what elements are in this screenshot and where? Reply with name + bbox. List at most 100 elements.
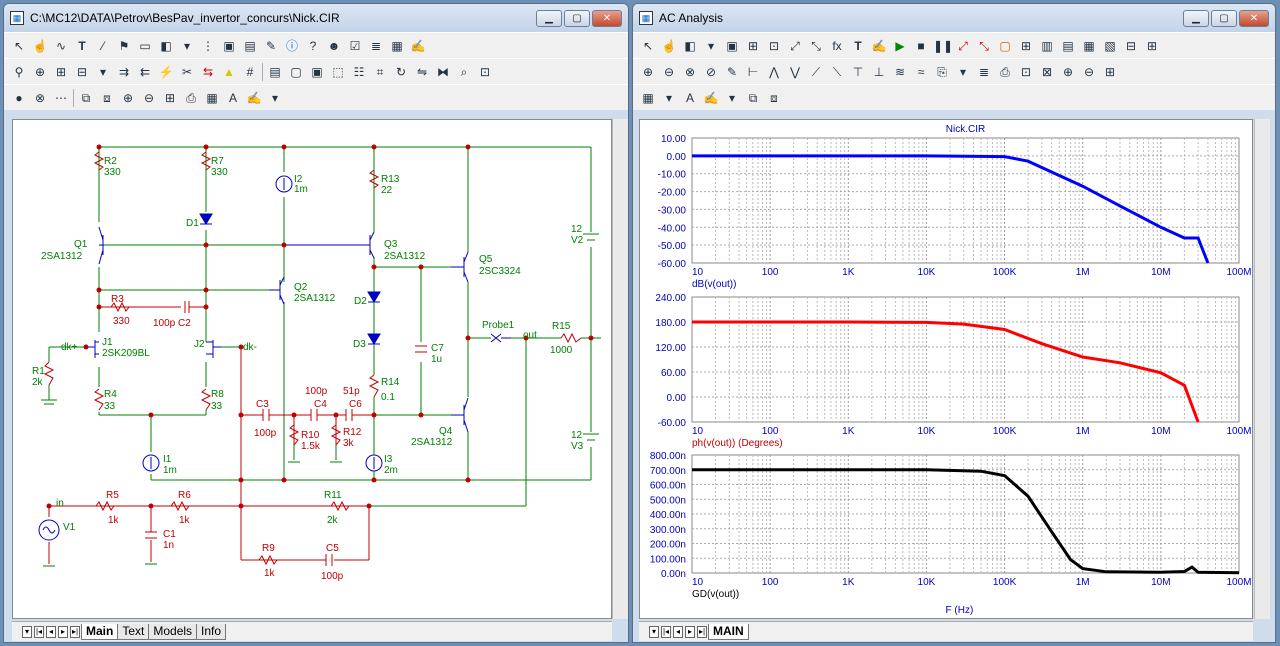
tree-icon[interactable]: ⋮ [202, 38, 214, 53]
cancel-icon[interactable]: ⊗ [34, 90, 46, 105]
page-icon[interactable]: ▤ [269, 64, 281, 79]
arrow-left-icon[interactable]: ⇇ [139, 64, 151, 79]
vertical-scrollbar[interactable] [1254, 119, 1270, 619]
tab-dropdown-icon[interactable]: ▾ [649, 625, 659, 638]
node-icon[interactable]: ⊕ [34, 64, 46, 79]
minimize-button[interactable]: ▁ [536, 9, 562, 27]
wave2-icon[interactable]: ≈ [917, 64, 925, 79]
grid-icon[interactable]: ▦ [391, 38, 403, 53]
dropdown-icon[interactable]: ▾ [665, 90, 673, 105]
text-color-icon[interactable]: ✍ [703, 90, 719, 105]
font-icon[interactable]: A [228, 90, 237, 105]
analysis-titlebar[interactable]: ▦ AC Analysis ▁ ▢ ✕ [633, 4, 1275, 32]
table-icon[interactable]: ▤ [244, 38, 256, 53]
help-icon[interactable]: ? [309, 38, 317, 53]
text-color-icon[interactable]: ✍ [246, 90, 262, 105]
layout-icon[interactable]: ▥ [1041, 38, 1053, 53]
select-arrow-icon[interactable]: ↖ [642, 38, 654, 53]
cursor-icon[interactable]: ⊢ [747, 64, 759, 79]
text-tool-icon[interactable]: T [854, 38, 862, 53]
scale4-icon[interactable]: ⤡ [811, 38, 821, 53]
edit-icon[interactable]: ✎ [265, 38, 277, 53]
minimize-button[interactable]: ▁ [1183, 9, 1209, 27]
image-icon[interactable]: ▣ [726, 38, 738, 53]
paste-icon[interactable]: ⧈ [103, 90, 111, 105]
print-icon[interactable]: ⎙ [1000, 64, 1010, 79]
dropdown-icon[interactable]: ▾ [959, 64, 967, 79]
bolt-icon[interactable]: ⚡ [158, 64, 174, 79]
dropdown-icon[interactable]: ▾ [271, 90, 279, 105]
high-icon[interactable]: ⊤ [852, 64, 864, 79]
info-icon[interactable]: ⓘ [285, 38, 298, 53]
pan-hand-icon[interactable]: ☝ [661, 38, 677, 53]
dropdown-icon[interactable]: ▾ [99, 64, 107, 79]
zoom-area-icon[interactable]: ⊞ [164, 90, 176, 105]
layout2-icon[interactable]: ▤ [1062, 38, 1074, 53]
pause-icon[interactable]: ❚❚ [933, 38, 954, 53]
warning-icon[interactable]: ▲ [223, 64, 235, 79]
grid-icon[interactable]: ▦ [206, 90, 218, 105]
image-icon[interactable]: ▣ [223, 38, 235, 53]
schematic-titlebar[interactable]: ▦ C:\MC12\DATA\Petrov\BesPav_invertor_co… [4, 4, 628, 32]
printer-icon[interactable]: ⎙ [186, 90, 196, 105]
zoom3-icon[interactable]: ⊗ [684, 64, 696, 79]
tab-info[interactable]: Info [196, 623, 227, 640]
tab-main[interactable]: Main [81, 623, 119, 640]
zoom4-icon[interactable]: ⊘ [705, 64, 717, 79]
diag2-icon[interactable]: ⤡ [979, 38, 989, 53]
run-icon[interactable]: ▶ [895, 38, 905, 53]
pin-icon[interactable]: ⇆ [202, 64, 214, 79]
fit2-icon[interactable]: ⊠ [1041, 64, 1053, 79]
layout4-icon[interactable]: ▧ [1104, 38, 1116, 53]
box-icon[interactable]: ▢ [999, 38, 1011, 53]
grid-icon[interactable]: ▦ [642, 90, 654, 105]
pan-hand-icon[interactable]: ☝ [32, 38, 48, 53]
check-icon[interactable]: ☑ [349, 38, 361, 53]
more-icon[interactable]: ⋯ [55, 90, 67, 105]
mirror-icon[interactable]: ⧓ [437, 64, 449, 79]
slope-icon[interactable]: ⟋ [811, 64, 821, 79]
last-tab-icon[interactable]: ▸| [70, 625, 80, 638]
voltage-icon[interactable]: ⊞ [55, 64, 67, 79]
tab-dropdown-icon[interactable]: ▾ [22, 625, 32, 638]
scale-icon[interactable]: ⊞ [747, 38, 759, 53]
find-icon[interactable]: ⌕ [460, 64, 468, 79]
vertical-scrollbar[interactable] [612, 119, 628, 619]
stop-icon[interactable]: ● [15, 90, 23, 105]
list-icon[interactable]: ≣ [978, 64, 990, 79]
zoom-area-icon[interactable]: ⊞ [1104, 64, 1116, 79]
valley-icon[interactable]: ⋁ [790, 64, 800, 79]
prev-tab-icon[interactable]: ◂ [673, 625, 683, 638]
text-tool-icon[interactable]: T [78, 38, 86, 53]
current-icon[interactable]: ⊟ [76, 64, 88, 79]
properties-icon[interactable]: ✍ [410, 38, 426, 53]
zoom-in-icon[interactable]: ⊕ [122, 90, 134, 105]
close-button[interactable]: ✕ [592, 9, 622, 27]
diag-icon[interactable]: ⤢ [958, 38, 968, 53]
tab-text[interactable]: Text [117, 623, 150, 640]
tab-main[interactable]: MAIN [708, 623, 749, 640]
next-tab-icon[interactable]: ▸ [58, 625, 68, 638]
fit-icon[interactable]: ⊡ [1020, 64, 1032, 79]
slope2-icon[interactable]: ⟍ [832, 64, 842, 79]
copy-icon[interactable]: ⧉ [748, 90, 758, 105]
next-tab-icon[interactable]: ▸ [685, 625, 695, 638]
maximize-button[interactable]: ▢ [564, 9, 590, 27]
scale3-icon[interactable]: ⤢ [790, 38, 800, 53]
props-icon[interactable]: ☷ [353, 64, 365, 79]
copy-icon[interactable]: ▢ [290, 64, 302, 79]
scale2-icon[interactable]: ⊡ [768, 38, 780, 53]
last-tab-icon[interactable]: ▸| [697, 625, 707, 638]
box2-icon[interactable]: ⊞ [1020, 38, 1032, 53]
fx-icon[interactable]: fx [832, 38, 842, 53]
dropdown-icon[interactable]: ▾ [707, 38, 715, 53]
list-icon[interactable]: ≣ [370, 38, 382, 53]
prev-tab-icon[interactable]: ◂ [46, 625, 56, 638]
line-icon[interactable]: ⁄ [101, 38, 104, 53]
zoom2-icon[interactable]: ⊖ [663, 64, 675, 79]
zoom-in-icon[interactable]: ⊕ [1062, 64, 1074, 79]
rotate-icon[interactable]: ↻ [395, 64, 407, 79]
arrow-right-icon[interactable]: ⇉ [118, 64, 130, 79]
